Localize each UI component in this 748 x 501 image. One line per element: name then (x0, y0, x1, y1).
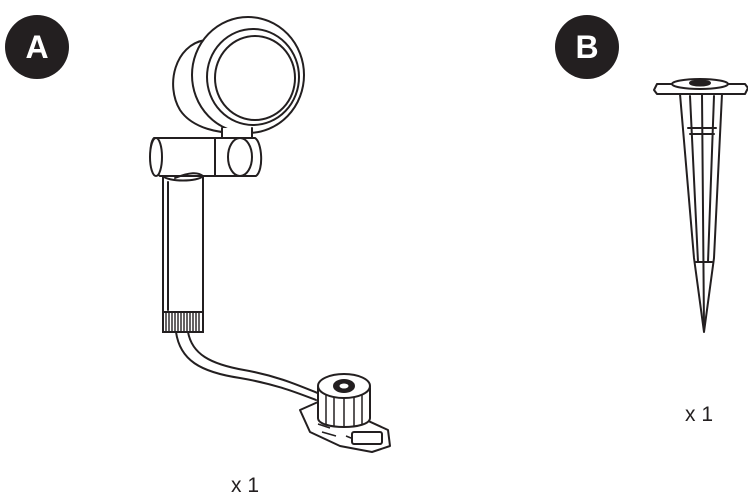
part-a-quantity: x 1 (231, 474, 260, 497)
ground-stake-icon (653, 78, 748, 333)
part-b-label: B (555, 15, 619, 79)
part-a-label: A (5, 15, 69, 79)
part-b-quantity: x 1 (685, 403, 714, 426)
